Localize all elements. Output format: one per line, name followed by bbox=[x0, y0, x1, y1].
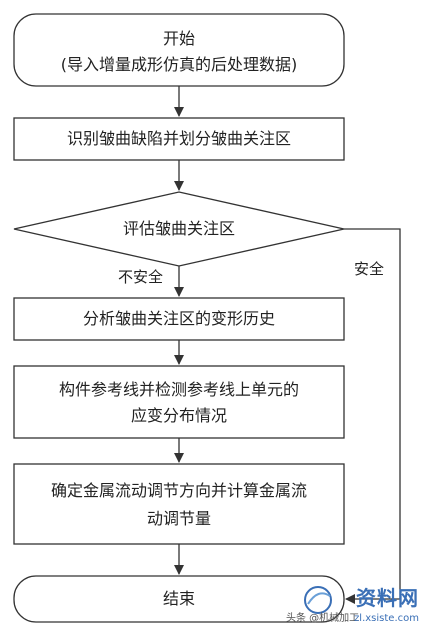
watermark-brand: 资料网 bbox=[356, 586, 419, 610]
unsafe-label: 不安全 bbox=[118, 268, 164, 286]
start-subtitle: (导入增量成形仿真的后处理数据) bbox=[60, 55, 298, 74]
process-label-identify: 识别皱曲缺陷并划分皱曲关注区 bbox=[66, 129, 291, 148]
watermark-author: 头条 @机械加工 bbox=[286, 613, 360, 624]
process-box-analyze bbox=[13, 297, 345, 341]
process-box-reference-line bbox=[13, 365, 345, 439]
process-box-identify bbox=[13, 117, 345, 161]
decision-label: 评估皱曲关注区 bbox=[122, 219, 235, 238]
process-label-reference-line-2: 应变分布情况 bbox=[130, 406, 227, 425]
watermark-site: zl.xsiste.com bbox=[354, 613, 419, 624]
process-box-metal-flow bbox=[13, 463, 345, 545]
end-terminator bbox=[13, 575, 345, 623]
end-label: 结束 bbox=[162, 589, 195, 608]
safe-path-connector bbox=[344, 228, 401, 604]
safe-label: 安全 bbox=[354, 260, 385, 278]
process-label-metal-flow-2: 动调节量 bbox=[146, 509, 211, 528]
process-label-reference-line-1: 构件参考线并检测参考线上单元的 bbox=[58, 380, 299, 399]
process-label-metal-flow-1: 确定金属流动调节方向并计算金属流 bbox=[50, 481, 307, 500]
start-title: 开始 bbox=[162, 29, 195, 48]
process-label-analyze: 分析皱曲关注区的变形历史 bbox=[82, 309, 275, 328]
watermark-logo-icon bbox=[304, 586, 332, 614]
